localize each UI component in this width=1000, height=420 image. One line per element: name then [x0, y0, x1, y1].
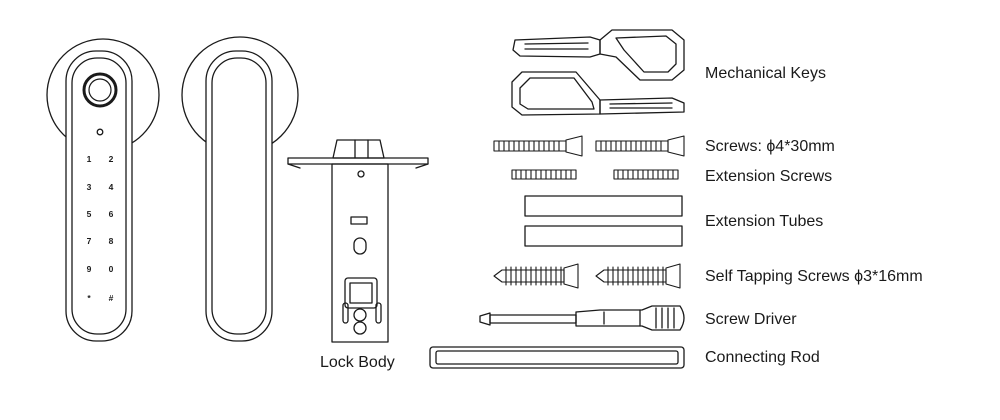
label-self-tapping-screws: Self Tapping Screws ϕ3*16mm [705, 268, 923, 285]
label-screws: Screws: ϕ4*30mm [705, 138, 835, 155]
key-bow-top [599, 29, 685, 81]
lock-body-latch [332, 139, 385, 159]
extension-screws [511, 169, 679, 180]
self-tapping-screw [595, 269, 667, 283]
screw-driver [479, 305, 685, 331]
screw-driver-shaft [489, 314, 577, 324]
screw-driver-handle [575, 305, 685, 331]
lock-body-slot [350, 216, 368, 225]
label-screw-driver: Screw Driver [705, 311, 797, 328]
label-extension-screws: Extension Screws [705, 168, 833, 185]
keypad-key: 2 [109, 154, 114, 164]
connecting-rod-outer [429, 346, 685, 369]
extension-screw [511, 169, 577, 180]
lock-body-faceplate [287, 157, 429, 165]
screw [493, 140, 567, 152]
label-mechanical-keys: Mechanical Keys [705, 65, 826, 82]
mechanical-keys [511, 29, 685, 116]
lock-body [287, 139, 429, 343]
label-lock-body: Lock Body [320, 354, 395, 371]
connecting-rod [429, 346, 685, 369]
keypad-key: 3 [87, 182, 92, 192]
label-connecting-rod: Connecting Rod [705, 349, 820, 366]
back-handle [181, 36, 299, 342]
lock-body-spindle [344, 277, 378, 309]
keypad-key: 1 [87, 154, 92, 164]
extension-tubes [524, 195, 683, 247]
extension-tube [524, 195, 683, 217]
keypad-key: 7 [87, 236, 92, 246]
keypad-key: * [87, 293, 91, 303]
screws-4x30 [493, 135, 685, 157]
self-tapping-screws [493, 263, 681, 289]
status-led [96, 128, 104, 136]
front-handle-inner-outline [71, 57, 127, 335]
key-blade-top [512, 36, 601, 58]
keypad-key: 8 [109, 236, 114, 246]
key-blade-bottom [599, 97, 685, 115]
keypad-key: 4 [109, 182, 114, 192]
extension-screw [613, 169, 679, 180]
key-bow-bottom [511, 71, 601, 116]
keypad-key: 6 [109, 209, 114, 219]
extension-tube [524, 225, 683, 247]
keypad-key: # [109, 293, 114, 303]
self-tapping-screw [493, 269, 565, 283]
fingerprint-sensor [82, 72, 118, 108]
front-handle-body [65, 50, 133, 342]
back-handle-body [205, 50, 273, 342]
keypad-key: 9 [87, 264, 92, 274]
connecting-rod-inner [435, 350, 679, 365]
keypad-key: 0 [109, 264, 114, 274]
screw [595, 140, 669, 152]
keypad: 1 2 3 4 5 6 7 8 9 0 * # [87, 154, 114, 303]
lock-body-case [331, 163, 389, 343]
front-handle: 1 2 3 4 5 6 7 8 9 0 * # [46, 38, 160, 342]
keypad-key: 5 [87, 209, 92, 219]
back-handle-inner-outline [211, 57, 267, 335]
label-extension-tubes: Extension Tubes [705, 213, 824, 230]
